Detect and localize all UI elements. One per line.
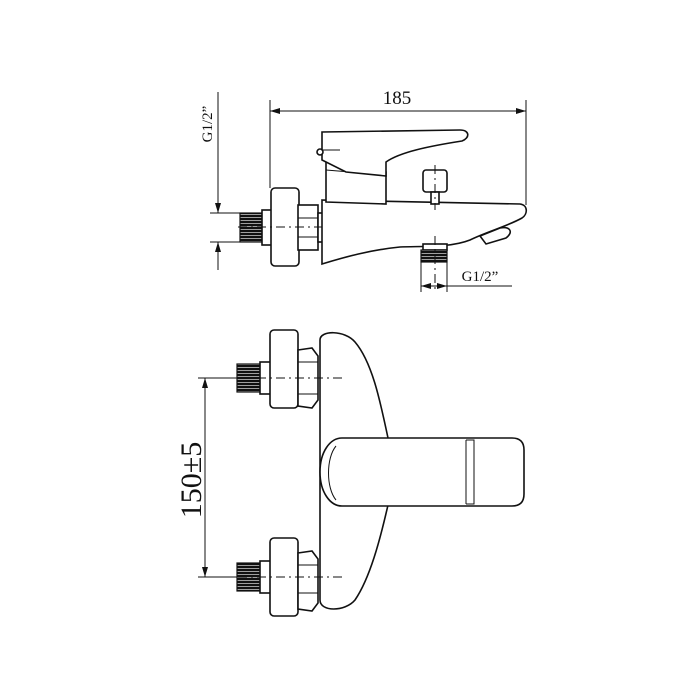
lever-handle-side [321,129,469,177]
side-view: 185 G1/2” [200,88,528,292]
spout-tip [478,226,512,245]
dim150-label: 150±5 [175,442,208,518]
lever-handle-front [319,437,525,507]
dimension-185-label: 185 [383,88,412,109]
escutcheon-top [269,329,299,409]
nut-bottom [297,550,319,612]
shower-outlet-thread [420,249,448,263]
front-view: 150±5 [175,329,525,617]
g12-bottom-label: G1/2” [462,269,499,285]
g12-left-label: G1/2” [200,106,216,143]
mixer-body-side [321,199,528,266]
